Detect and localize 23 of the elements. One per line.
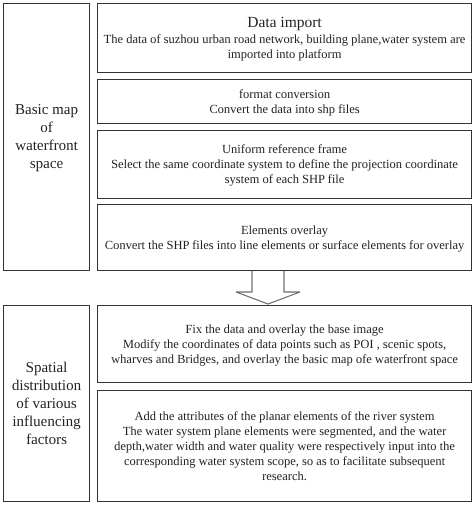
step-description: The data of suzhou urban road network, building plane,water system are imported into platform	[102, 32, 466, 62]
step-description: Convert the SHP files into line elements or surface elements for overlay	[104, 238, 464, 252]
step-description: Convert the data into shp files	[209, 102, 360, 116]
category-box	[3, 305, 90, 502]
category-box	[3, 3, 90, 271]
process-box	[97, 130, 472, 199]
step-title: Uniform reference frame	[222, 142, 347, 157]
process-box	[97, 79, 472, 124]
category-label: Spatial distribution of various influencing factors	[10, 358, 82, 448]
step-title: Data import	[247, 14, 322, 32]
process-box	[97, 204, 472, 271]
step-title: Add the attributes of the planar elements of the river system	[134, 408, 434, 424]
category-label: Basic map of waterfront space	[14, 101, 79, 173]
step-title: Fix the data and overlay the base image	[185, 322, 384, 336]
step-description: Select the same coordinate system to define the projection coordinate system of each SHP file	[110, 157, 459, 187]
step-description: Modify the coordinates of data points such as POI , scenic spots, wharves and Bridges, and overlay the basic map ofe waterfront space	[110, 336, 459, 366]
step-title: Elements overlay	[240, 222, 328, 238]
process-box	[97, 3, 472, 73]
step-title: format conversion	[238, 86, 330, 102]
block-arrow	[235, 270, 301, 305]
process-box	[97, 390, 472, 502]
process-box	[97, 305, 472, 383]
step-description: The water system plane elements were segmented, and the water depth,water width and water quality were respectively input into the corresponding water system scope, so as to facilitate subsequent research.	[113, 424, 456, 484]
